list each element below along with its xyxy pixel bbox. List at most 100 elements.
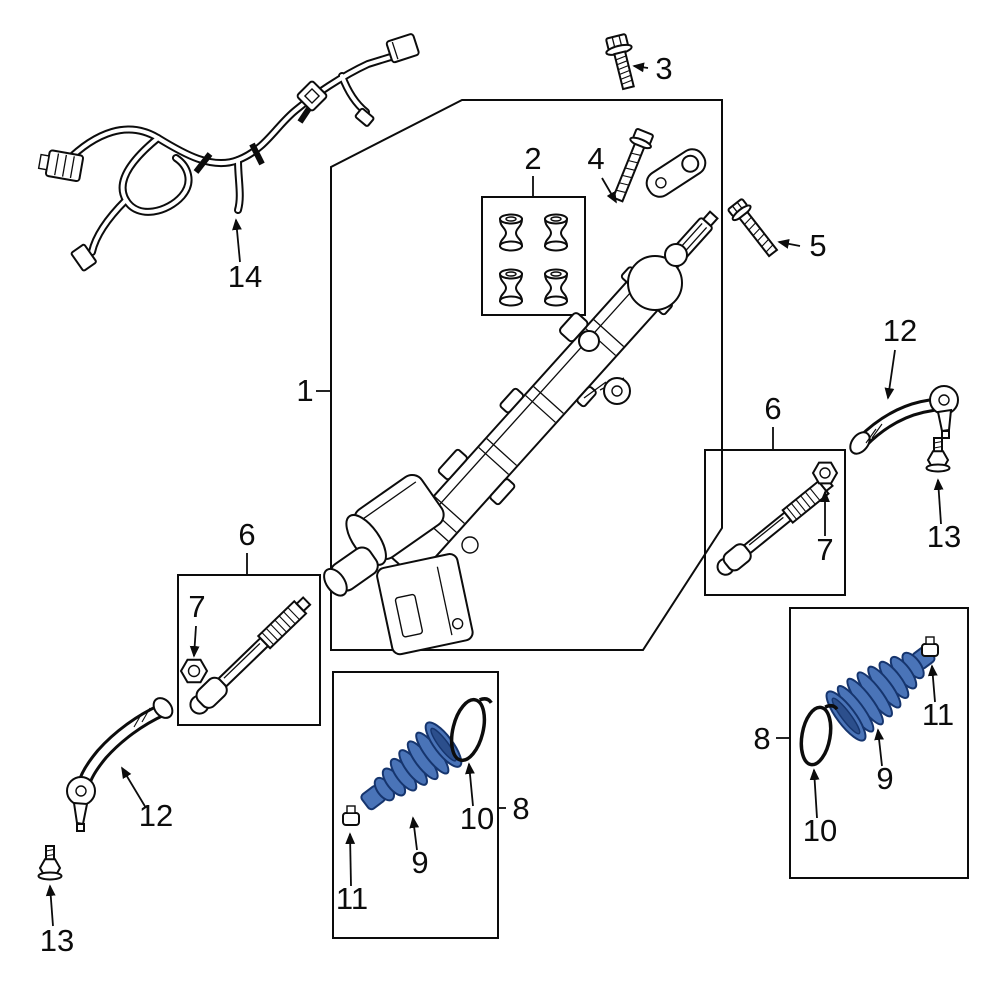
callout-part14-label: 14 (228, 259, 262, 294)
mount-bracket-4 (645, 148, 707, 198)
callout-part12-left-label: 12 (139, 798, 173, 833)
assist-motor (345, 473, 445, 566)
callout-part2: 2 (524, 141, 542, 196)
callout-part2-label: 2 (524, 141, 541, 176)
motor-stub (323, 546, 379, 597)
bolt-3 (605, 33, 635, 91)
harness-connector-stub (354, 107, 375, 127)
callout-part4: 4 (587, 141, 617, 204)
callout-part3-label: 3 (655, 51, 672, 86)
steering-boot-center (360, 721, 463, 811)
callout-part9-center-leader (409, 816, 420, 851)
callout-part8-center-label: 8 (512, 791, 529, 826)
harness-tape-band (249, 142, 265, 166)
callout-part9-center: 9 (409, 816, 429, 880)
callout-part10-right-leader (809, 768, 820, 819)
inner-tie-rod-box-right (704, 449, 846, 596)
valve-housing-cap (664, 243, 688, 267)
callout-part10-center-leader (465, 762, 475, 807)
callout-part6-right-label: 6 (764, 391, 781, 426)
boot-ring-right (799, 703, 839, 767)
tie-rod-nut-right (925, 437, 951, 473)
harness-tape-band (193, 152, 213, 174)
callout-part7-left-label: 7 (188, 589, 205, 624)
callout-part11-center-leader (345, 832, 356, 887)
callout-part13-right-leader (933, 478, 944, 525)
callout-part13-left-leader (45, 884, 56, 927)
outer-tie-rod-left (66, 697, 174, 832)
callout-part9-right: 9 (874, 728, 894, 796)
callout-part13-right-label: 13 (927, 519, 961, 554)
mount-boss-upper (578, 330, 600, 352)
callout-part11-right-label: 11 (922, 697, 954, 732)
callout-part9-center-label: 9 (411, 845, 428, 880)
callout-part14: 14 (228, 218, 262, 294)
inner-tie-rod-right (716, 477, 834, 576)
tie-rod-nut-left (37, 845, 63, 881)
callout-part5-label: 5 (809, 228, 826, 263)
bolt-5 (727, 198, 779, 258)
jam-nut-left (179, 658, 209, 684)
callout-part10-center-label: 10 (460, 801, 494, 836)
boot-clamp-center (342, 805, 360, 826)
bushing-kit-box (481, 196, 586, 316)
callout-part1-label: 1 (296, 373, 313, 408)
callout-part6-right: 6 (764, 391, 782, 449)
harness-connector-bottom-left (70, 243, 97, 272)
bushing (543, 268, 569, 307)
callout-part10-right: 10 (803, 768, 837, 848)
harness-connector-top-right (385, 33, 420, 64)
valve-housing (627, 255, 683, 311)
boot-kit-box-right (789, 607, 969, 879)
jam-nut-right (811, 461, 839, 485)
gear-housing-detail (461, 536, 479, 554)
callout-part7-right: 7 (816, 490, 834, 567)
inner-tie-rod-box-left (177, 574, 321, 726)
wiring-harness (37, 33, 420, 272)
steering-boot-right (825, 645, 936, 742)
callout-part5-leader (777, 239, 801, 249)
callout-part13-left-label: 13 (40, 923, 74, 958)
callout-part10-right-label: 10 (803, 813, 837, 848)
callout-part6-left: 6 (238, 517, 256, 574)
callout-part14-leader (232, 218, 242, 263)
ecu-module (376, 553, 474, 656)
callout-part11-right-leader (927, 664, 938, 703)
harness-connector-middle (296, 80, 328, 112)
harness-connector-left (37, 149, 85, 183)
callout-part6-left-label: 6 (238, 517, 255, 552)
callout-part12-right-leader (884, 349, 896, 400)
callout-part9-right-label: 9 (876, 761, 893, 796)
callout-part8-right: 8 (753, 721, 790, 756)
callout-part11-right: 11 (922, 664, 954, 732)
callout-part4-leader (601, 177, 617, 204)
bushing (543, 213, 569, 252)
callout-part12-right: 12 (883, 313, 917, 400)
callout-part8-center: 8 (498, 791, 530, 826)
callout-part13-right: 13 (927, 478, 961, 554)
callout-part1: 1 (296, 373, 330, 408)
callout-part11-center: 11 (336, 832, 368, 916)
bushing (498, 268, 524, 307)
boot-kit-box-center (332, 671, 499, 939)
outer-tie-rod-right (849, 385, 959, 455)
callout-part3-leader (632, 62, 649, 73)
bushing (498, 213, 524, 252)
callout-part11-center-label: 11 (336, 881, 368, 916)
callout-part5: 5 (777, 228, 827, 263)
callout-part9-right-leader (874, 728, 884, 767)
callout-part7-left-leader (189, 625, 200, 658)
callout-part12-left: 12 (121, 766, 173, 833)
callout-part13-left: 13 (40, 884, 74, 958)
boot-clamp-right (921, 636, 939, 657)
steering-gear-assembly (323, 210, 719, 656)
callout-part7-left: 7 (188, 589, 206, 658)
inner-tie-rod-left (189, 596, 312, 715)
callout-part10-center: 10 (460, 762, 494, 836)
bolt-4 (611, 128, 654, 203)
callout-part12-right-label: 12 (883, 313, 917, 348)
boot-ring-center (449, 697, 493, 763)
callout-part8-right-label: 8 (753, 721, 770, 756)
callout-part4-label: 4 (587, 141, 604, 176)
